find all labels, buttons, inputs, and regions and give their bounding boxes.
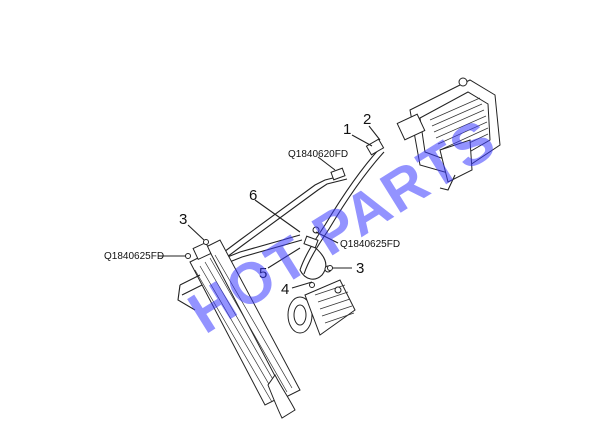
evaporator-unit [396, 77, 501, 191]
bolt-left [185, 253, 191, 259]
callout-2: 2 [363, 111, 371, 128]
part-code-left: Q1840625FD [104, 251, 164, 262]
callout-4: 4 [281, 281, 289, 298]
callout-5: 5 [259, 265, 267, 282]
hose-assembly [219, 138, 385, 280]
part-code-top: Q1840620FD [288, 149, 348, 160]
leader-lines [158, 125, 381, 289]
callout-3b: 3 [356, 260, 364, 277]
callout-1: 1 [343, 121, 351, 138]
bolt-3a [203, 239, 209, 245]
part-code-middle-right: Q1840625FD [340, 239, 400, 250]
compressor [287, 279, 356, 336]
callout-3a: 3 [179, 211, 187, 228]
condenser [177, 239, 301, 419]
callout-6: 6 [249, 187, 257, 204]
